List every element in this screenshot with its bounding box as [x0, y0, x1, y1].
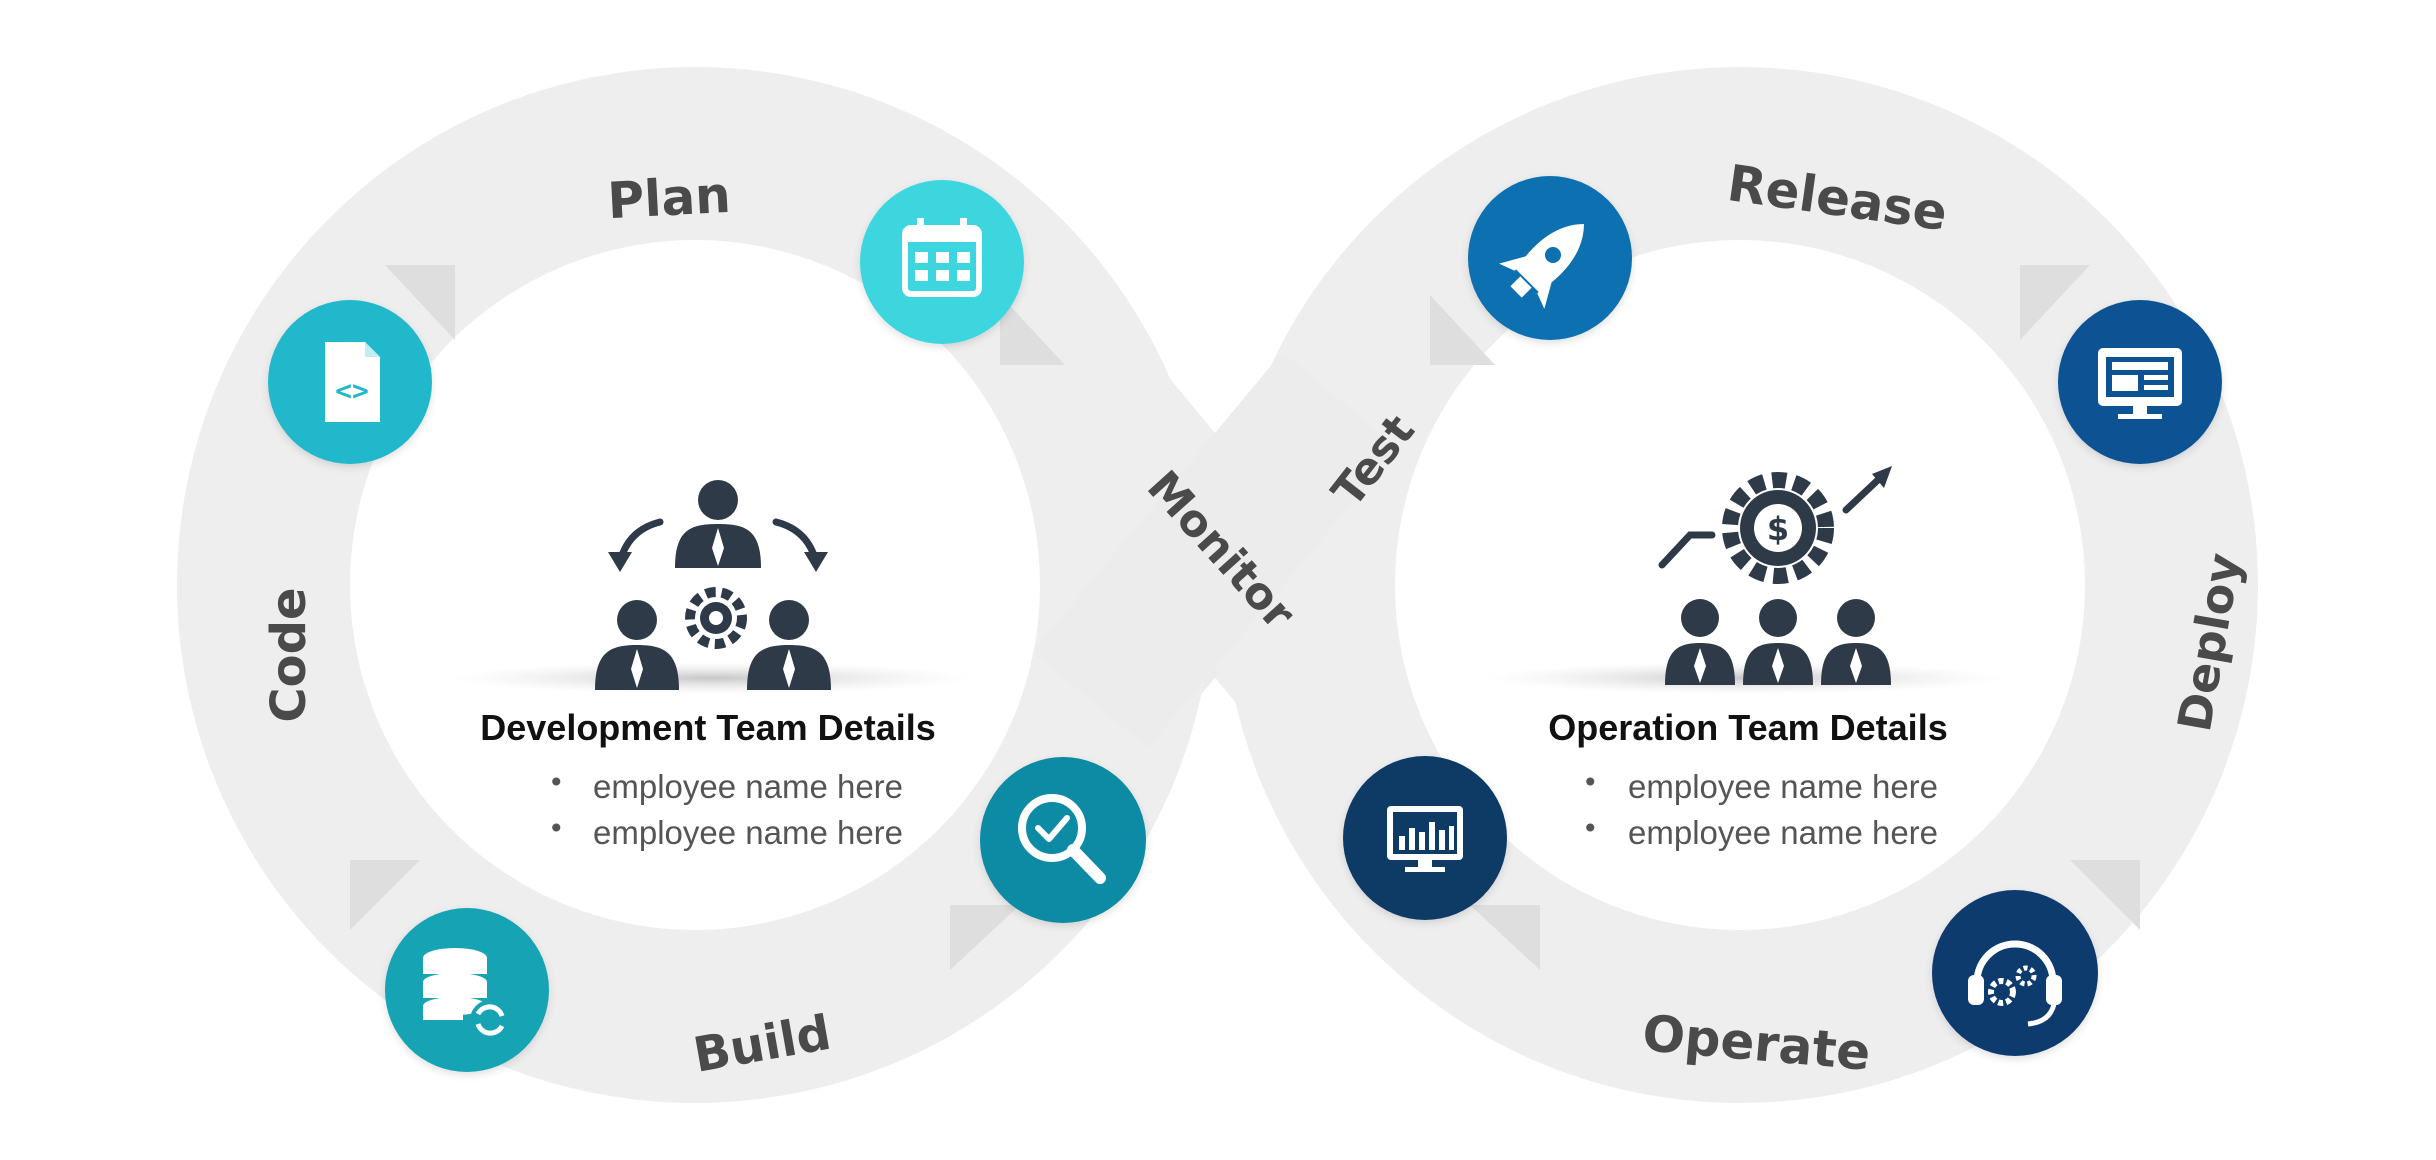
dev-team-illustration — [452, 480, 972, 694]
dev-team-title: Development Team Details — [480, 707, 935, 748]
arrow-notches — [350, 265, 2140, 970]
monitor-web-icon — [2058, 300, 2222, 464]
ops-team-item: employee name here — [1628, 814, 1938, 851]
svg-text:$: $ — [1767, 510, 1789, 548]
right-loop-inner — [1395, 240, 2085, 930]
dollar-gear-icon: $ — [1722, 472, 1834, 584]
rocket-icon — [1468, 176, 1632, 340]
ops-team-item: employee name here — [1628, 768, 1938, 805]
ops-team-illustration: $ — [1485, 466, 2005, 694]
monitor-chart-icon — [1343, 756, 1507, 920]
team-people-icon — [595, 480, 831, 690]
dev-team-item: employee name here — [593, 768, 903, 805]
database-sync-icon — [385, 908, 549, 1072]
bullet-glyph: • — [548, 812, 565, 845]
bullet-glyph: • — [548, 766, 565, 799]
dev-team-panel: Development Team Details • employee name… — [480, 707, 935, 851]
dev-team-item: employee name here — [593, 814, 903, 851]
stage-label-plan: Plan — [606, 166, 732, 230]
ops-team-title: Operation Team Details — [1548, 707, 1947, 748]
ops-team-panel: Operation Team Details • employee name h… — [1548, 707, 1947, 851]
bullet-glyph: • — [1582, 812, 1599, 845]
gear-icon — [685, 587, 747, 649]
search-check-icon — [980, 757, 1146, 923]
stage-label-code: Code — [261, 587, 317, 722]
calendar-icon — [860, 180, 1024, 344]
trend-arrow-icon — [1658, 474, 1884, 569]
svg-text:<>: <> — [335, 374, 369, 407]
headset-gear-icon — [1932, 890, 2098, 1056]
bullet-glyph: • — [1582, 766, 1599, 799]
code-file-icon: <> — [268, 300, 432, 464]
left-loop-inner — [350, 240, 1040, 930]
infinity-band — [177, 67, 2258, 1103]
